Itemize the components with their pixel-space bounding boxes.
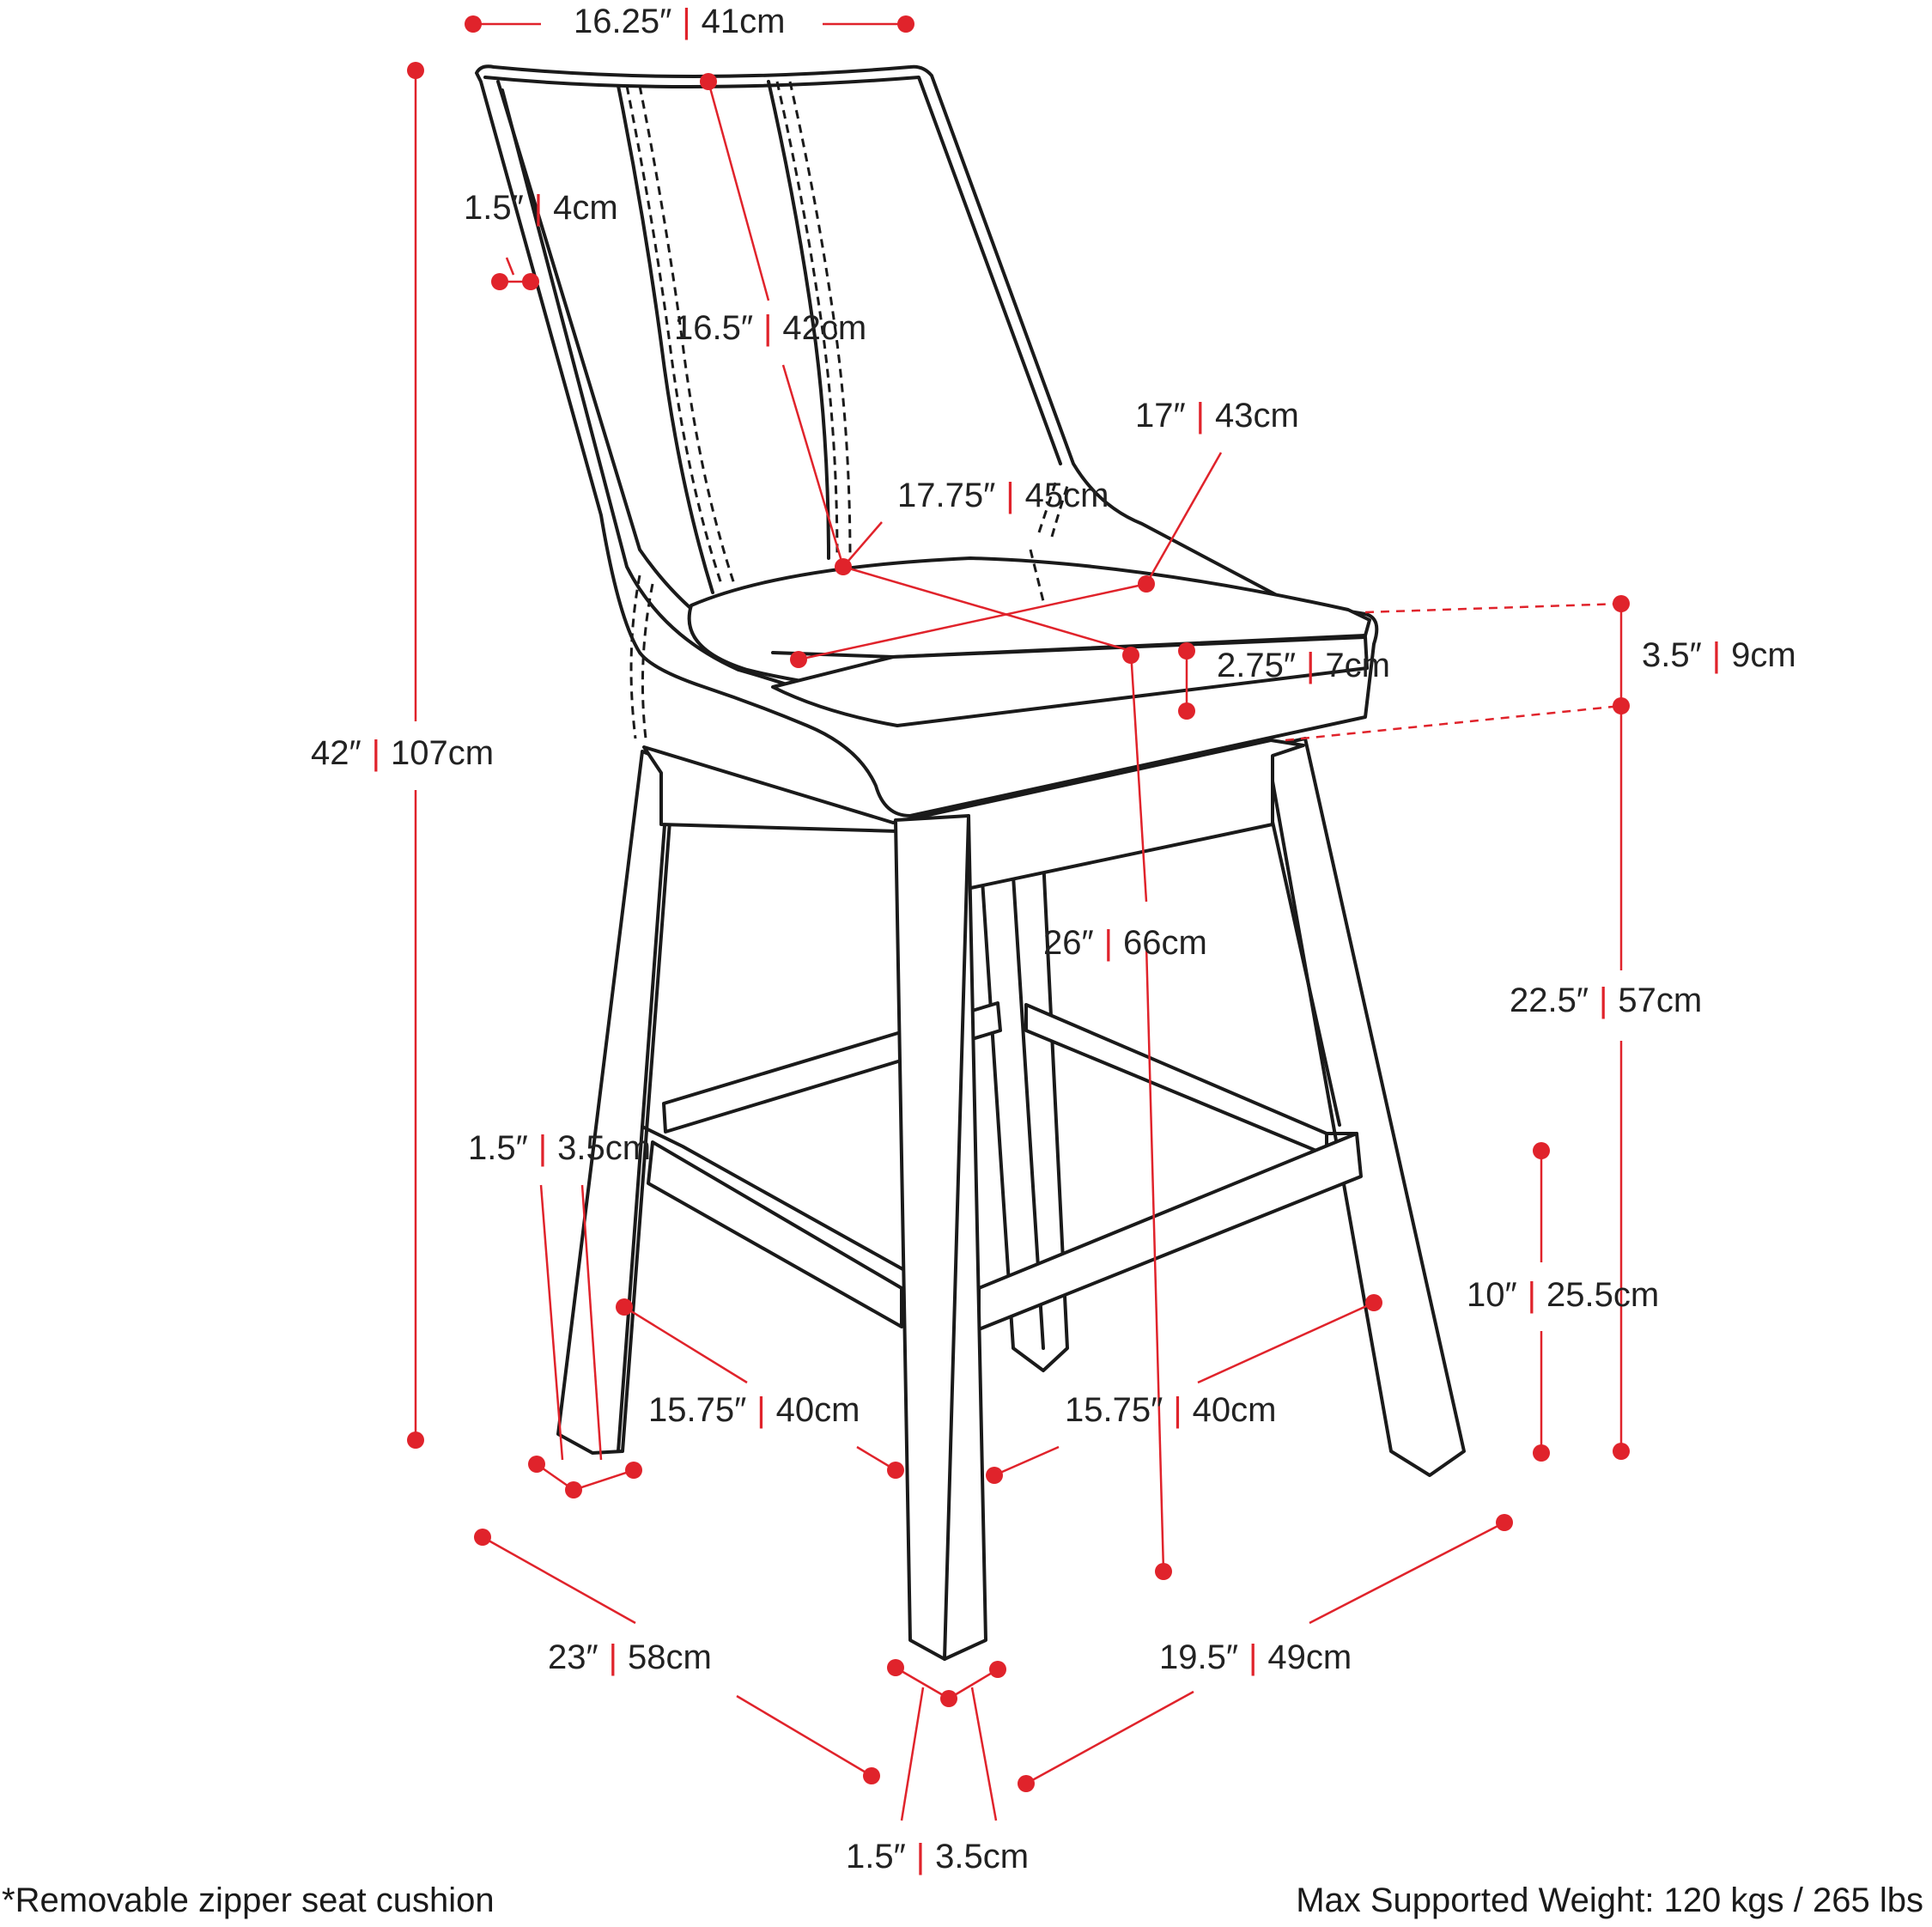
label-base-depth: 23″|58cm xyxy=(548,1638,712,1676)
label-back-height: 16.5″|42cm xyxy=(674,309,866,347)
label-seat-depth: 17″|43cm xyxy=(1135,397,1299,435)
label-frame-thickness: 1.5″|4cm xyxy=(464,189,618,227)
label-cushion-thickness: 2.75″|7cm xyxy=(1217,647,1390,684)
label-footrest-height: 10″|25.5cm xyxy=(1467,1276,1659,1314)
label-leg-width-left: 1.5″|3.5cm xyxy=(468,1129,651,1167)
bar-stool-drawing xyxy=(475,64,1466,1661)
label-base-width: 19.5″|49cm xyxy=(1159,1638,1352,1676)
footer-max-weight: Max Supported Weight: 120 kgs / 265 lbs xyxy=(1296,1881,1923,1919)
label-total-height: 42″|107cm xyxy=(311,734,494,772)
label-seat-width: 17.75″|45cm xyxy=(897,477,1109,514)
dimension-dots xyxy=(407,15,1630,1792)
label-footrest-depth-left: 15.75″|40cm xyxy=(648,1391,860,1429)
front-leg xyxy=(894,814,987,1661)
footer: *Removable zipper seat cushion Max Suppo… xyxy=(2,1881,1923,1919)
label-back-width: 16.25″|41cm xyxy=(574,3,785,40)
footrest-right xyxy=(977,1003,1363,1331)
back-leg-far-right xyxy=(1256,737,1466,1477)
dimension-labels: 16.25″|41cm 1.5″|4cm 16.5″|42cm 17″|43cm… xyxy=(311,3,1796,1875)
label-arm-to-floor: 22.5″|57cm xyxy=(1510,982,1702,1019)
back-stitching xyxy=(617,80,1071,739)
back-leg-left xyxy=(556,750,676,1455)
label-footrest-depth-right: 15.75″|40cm xyxy=(1065,1391,1276,1429)
dimension-lines xyxy=(414,22,1623,1821)
footer-note: *Removable zipper seat cushion xyxy=(2,1881,495,1919)
label-seat-frame-height: 3.5″|9cm xyxy=(1642,636,1796,674)
label-leg-width-front: 1.5″|3.5cm xyxy=(846,1838,1029,1875)
label-seat-height: 26″|66cm xyxy=(1043,924,1207,962)
